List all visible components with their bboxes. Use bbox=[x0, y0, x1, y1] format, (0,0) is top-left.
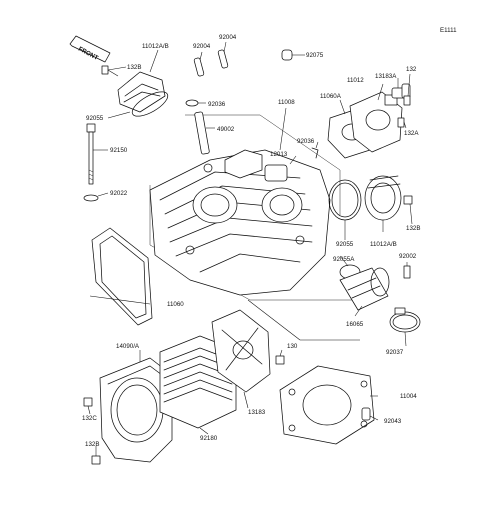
label-13183a: 13183A bbox=[375, 73, 397, 80]
label-132c: 132C bbox=[82, 415, 97, 422]
label-16065: 16065 bbox=[346, 321, 364, 328]
label-92150: 92150 bbox=[110, 147, 128, 154]
bolt-132a bbox=[397, 117, 405, 128]
label-92055a: 92055A bbox=[333, 256, 355, 263]
label-92180: 92180 bbox=[200, 435, 218, 442]
bracket-13183 bbox=[211, 309, 271, 393]
label-13183: 13183 bbox=[248, 409, 266, 416]
label-11012ab-mid: 11012A/B bbox=[370, 241, 397, 248]
label-132a: 132A bbox=[404, 130, 419, 137]
label-130: 130 bbox=[287, 343, 298, 350]
label-92043: 92043 bbox=[384, 418, 402, 425]
label-92036-b: 92036 bbox=[297, 138, 315, 145]
label-11012ab-top: 11012A/B bbox=[142, 43, 169, 50]
front-arrow-icon: FRONT bbox=[69, 35, 111, 63]
label-12013: 12013 bbox=[270, 151, 288, 158]
label-11004: 11004 bbox=[400, 393, 417, 400]
oring-92036 bbox=[185, 99, 199, 107]
assembly-boundary-top bbox=[185, 114, 341, 215]
cylinder-head-part bbox=[149, 149, 331, 296]
label-132b-low: 132B bbox=[85, 441, 99, 448]
label-92037: 92037 bbox=[386, 349, 404, 356]
label-92002: 92002 bbox=[399, 253, 417, 260]
label-92022: 92022 bbox=[110, 190, 128, 197]
label-14090a: 14090/A bbox=[116, 343, 140, 350]
bolt-130 bbox=[275, 355, 285, 365]
bolt-132b-top bbox=[101, 65, 119, 77]
label-49002: 49002 bbox=[217, 126, 235, 133]
clamp-92037 bbox=[389, 307, 421, 333]
stud-bolt-92150 bbox=[86, 123, 96, 185]
screw-92002 bbox=[403, 265, 411, 279]
valve-caps-part bbox=[193, 49, 229, 77]
bolt-132c bbox=[83, 397, 93, 407]
label-92075: 92075 bbox=[306, 52, 324, 59]
label-92004-a: 92004 bbox=[193, 43, 211, 50]
bolt-132b-mid bbox=[403, 195, 413, 205]
intake-pipe-16065 bbox=[339, 267, 390, 311]
label-11060a: 11060A bbox=[320, 93, 342, 100]
label-11008: 11008 bbox=[278, 99, 295, 106]
label-132: 132 bbox=[406, 66, 417, 73]
label-92004-b: 92004 bbox=[219, 34, 237, 41]
label-11060: 11060 bbox=[167, 301, 184, 308]
cover-11012ab-right bbox=[364, 175, 402, 221]
label-132b-top: 132B bbox=[127, 64, 141, 71]
part-labels: 11012A/B 92004 92004 92075 132B 11012 13… bbox=[82, 34, 420, 448]
label-11012: 11012 bbox=[347, 77, 364, 84]
label-92055-b: 92055 bbox=[336, 241, 354, 248]
label-92055-a: 92055 bbox=[86, 115, 104, 122]
head-gasket-11004 bbox=[279, 365, 375, 445]
valve-cover-part bbox=[117, 71, 169, 117]
tube-49002 bbox=[194, 111, 210, 155]
washer-92022 bbox=[83, 194, 99, 202]
plug-92075 bbox=[281, 49, 305, 61]
figure-code: E1111 bbox=[440, 27, 457, 34]
gasket-11060 bbox=[91, 227, 153, 326]
bolt-132b-low bbox=[91, 455, 101, 465]
bolt-132 bbox=[403, 95, 411, 106]
label-132b-mid: 132B bbox=[406, 225, 420, 232]
label-92036-a: 92036 bbox=[208, 101, 226, 108]
housing-11012 bbox=[349, 91, 403, 153]
dowel-92043 bbox=[361, 407, 371, 421]
leader-lines bbox=[87, 41, 413, 456]
clip-12013 bbox=[311, 147, 319, 159]
oring-92055-right bbox=[328, 179, 362, 221]
